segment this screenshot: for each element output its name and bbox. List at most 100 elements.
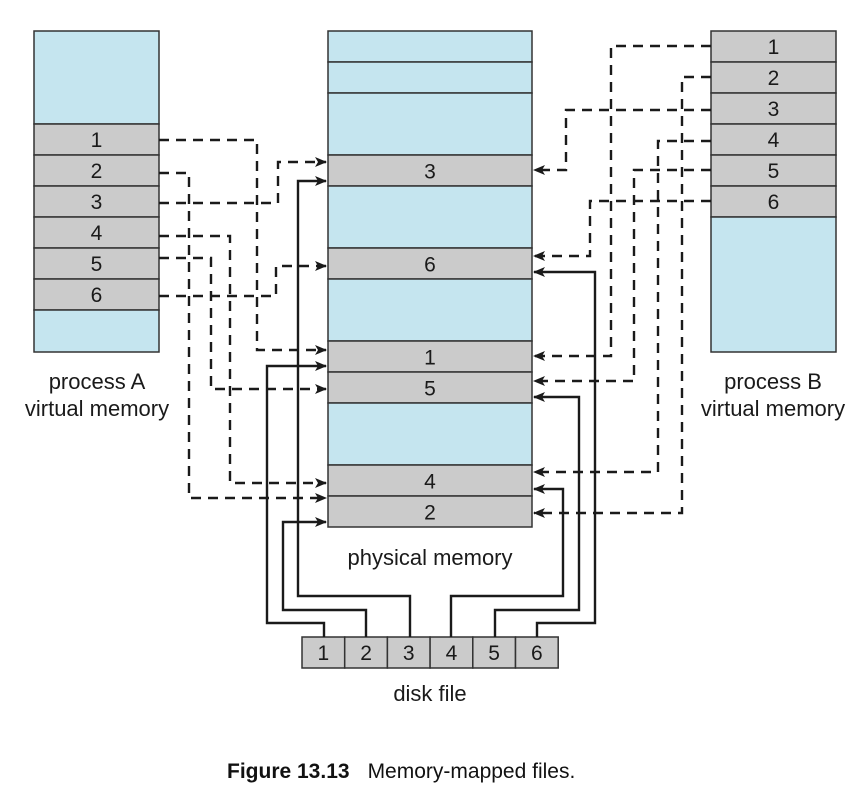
frame-cell: [327, 30, 533, 63]
disk-block-cell: [514, 636, 559, 669]
disk-block-cell: [343, 636, 389, 669]
page-number: 6: [768, 191, 780, 214]
physical-frame-free: [327, 30, 533, 63]
frame-number: 1: [424, 347, 436, 370]
process-b-page: 3: [710, 92, 837, 125]
page-cell: [710, 185, 837, 218]
mapping-disk-block2: [281, 517, 368, 637]
process-b-page: 1: [710, 30, 837, 63]
disk-block-number: 3: [403, 642, 415, 665]
page-number: 1: [768, 36, 780, 59]
mapping-b-page4: [533, 139, 711, 477]
mapping-b-page2: [533, 75, 711, 518]
process-a-sublabel: virtual memory: [25, 396, 169, 421]
mapping-disk-block6: [533, 267, 597, 637]
mapping-b-page3: [533, 108, 711, 175]
page-cell: [710, 123, 837, 156]
mapping-a-page4: [159, 234, 327, 488]
process-b-page: 5: [710, 154, 837, 187]
page-number: 2: [768, 67, 780, 90]
disk-block-number: 4: [446, 642, 458, 665]
mapping-a-page5: [159, 256, 327, 394]
disk-block: 1: [301, 636, 346, 669]
disk-block-number: 2: [360, 642, 372, 665]
physical-frame-mapped: 1: [327, 340, 533, 373]
process-b-page: 2: [710, 61, 837, 94]
disk-block-number: 6: [531, 642, 543, 665]
process-b-mappings: [533, 44, 711, 518]
page-number: 4: [768, 129, 780, 152]
physical-frame-mapped: 6: [327, 247, 533, 280]
mapping-a-page6: [159, 261, 327, 298]
physical-frame-mapped: 4: [327, 464, 533, 497]
page-cell: [33, 216, 160, 249]
mapping-disk-block4: [449, 484, 565, 637]
mapping-disk-block3: [296, 176, 412, 637]
physical-memory-label: physical memory: [347, 545, 512, 570]
page-cell: [33, 278, 160, 311]
mapping-b-page6: [533, 199, 711, 261]
disk-block: 2: [343, 636, 389, 669]
mapping-b-page1: [533, 44, 711, 361]
figure-title: Memory-mapped files.: [368, 760, 576, 783]
page-number: 4: [91, 222, 103, 245]
frame-cell: [327, 278, 533, 342]
page-number: 5: [91, 253, 103, 276]
process-b-sublabel: virtual memory: [701, 396, 845, 421]
process-b-page: 6: [710, 185, 837, 218]
disk-file-label: disk file: [393, 681, 466, 706]
mapping-disk-block1: [265, 361, 327, 637]
process-a-free-region-bottom: [33, 309, 160, 353]
disk-mappings: [265, 176, 597, 637]
mapping-a-page2: [159, 171, 327, 503]
process-a-page: 1: [33, 123, 160, 156]
page-cell: [33, 123, 160, 156]
physical-frame-free: [327, 185, 533, 249]
physical-memory: 3 6 1 5 4 2 physical memory: [327, 30, 533, 570]
process-a-page: 5: [33, 247, 160, 280]
physical-frame-free: [327, 402, 533, 466]
page-number: 3: [768, 98, 780, 121]
physical-frame-mapped: 3: [327, 154, 533, 187]
frame-number: 4: [424, 471, 436, 494]
process-a-page: 3: [33, 185, 160, 218]
physical-frame-free: [327, 278, 533, 342]
frame-cell: [327, 371, 533, 404]
disk-block-cell: [386, 636, 431, 669]
page-cell: [710, 154, 837, 187]
figure-label: Figure 13.13: [227, 760, 350, 783]
disk-block-cell: [301, 636, 346, 669]
page-number: 3: [91, 191, 103, 214]
disk-block: 5: [472, 636, 517, 669]
process-b-virtual-memory: 1 2 3 4 5 6 process B virtual memory: [701, 30, 845, 421]
mapping-a-page3: [159, 157, 327, 205]
frame-cell: [327, 92, 533, 156]
process-a-page: 4: [33, 216, 160, 249]
physical-frame-mapped: 5: [327, 371, 533, 404]
frame-cell: [327, 495, 533, 528]
process-b-label: process B: [724, 369, 822, 394]
mapping-a-page1: [159, 138, 327, 355]
figure-caption: Figure 13.13 Memory-mapped files.: [227, 760, 575, 783]
process-a-mappings: [159, 138, 327, 503]
process-a-page: 6: [33, 278, 160, 311]
page-cell: [33, 154, 160, 187]
frame-number: 5: [424, 378, 436, 401]
frame-cell: [327, 61, 533, 94]
disk-block: 3: [386, 636, 431, 669]
disk-block: 4: [429, 636, 474, 669]
page-number: 5: [768, 160, 780, 183]
frame-number: 2: [424, 502, 436, 525]
page-number: 6: [91, 284, 103, 307]
physical-frame-mapped: 2: [327, 495, 533, 528]
frame-cell: [327, 464, 533, 497]
process-a-free-region-top: [33, 30, 160, 125]
page-number: 1: [91, 129, 103, 152]
frame-cell: [327, 247, 533, 280]
page-number: 2: [91, 160, 103, 183]
process-b-page: 4: [710, 123, 837, 156]
process-a-page: 2: [33, 154, 160, 187]
